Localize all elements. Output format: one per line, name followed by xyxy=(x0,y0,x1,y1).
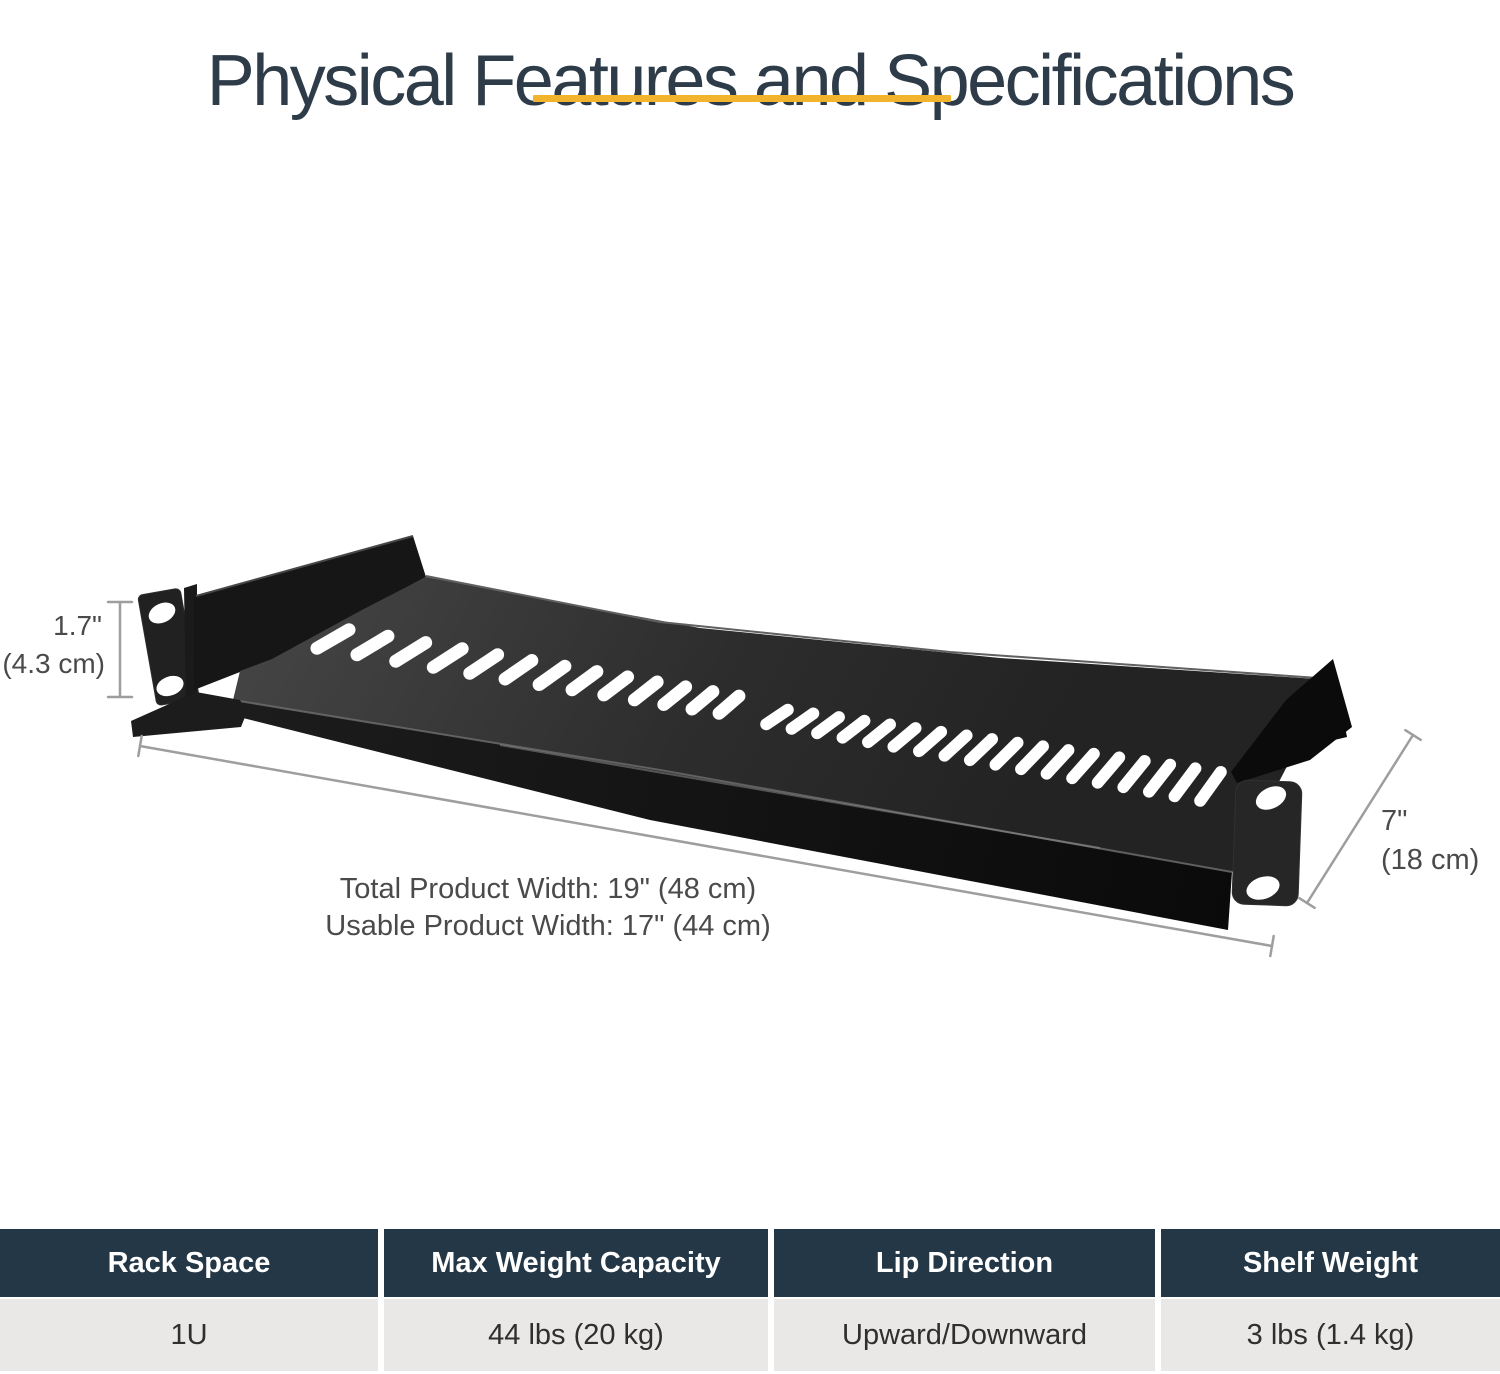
spec-table: Rack Space Max Weight Capacity Lip Direc… xyxy=(0,1229,1500,1371)
left-bottom-flange xyxy=(131,692,247,737)
left-ear-bottom-hole xyxy=(156,675,184,697)
width-dimension-label-total: Total Product Width: 19" (48 cm) xyxy=(340,873,756,905)
right-ear-top-hole xyxy=(1255,786,1287,810)
depth-dimension-label-metric: (18 cm) xyxy=(1381,844,1479,876)
shelf-surface xyxy=(233,577,1332,872)
depth-dimension-label-inches: 7" xyxy=(1381,805,1407,837)
left-mounting-ear xyxy=(137,584,200,706)
right-mounting-ear xyxy=(1231,779,1303,907)
right-side-wall xyxy=(1231,659,1352,783)
spec-value-lip-direction: Upward/Downward xyxy=(774,1299,1155,1371)
rack-shelf-illustration xyxy=(131,535,1352,930)
spec-value-shelf-weight: 3 lbs (1.4 kg) xyxy=(1161,1299,1500,1371)
spec-header-lip-direction: Lip Direction xyxy=(774,1229,1155,1297)
title-underline xyxy=(533,95,951,102)
left-side-wall xyxy=(194,536,426,690)
width-dimension-label-usable: Usable Product Width: 17" (44 cm) xyxy=(325,910,770,942)
page-title: Physical Features and Specifications xyxy=(206,41,1296,122)
height-dimension-line xyxy=(106,600,134,699)
left-ear-top-hole xyxy=(148,602,176,624)
right-ear-bottom-hole xyxy=(1246,876,1280,900)
front-lip xyxy=(233,700,1232,930)
spec-header-max-weight-capacity: Max Weight Capacity xyxy=(384,1229,768,1297)
width-dimension-line xyxy=(137,734,1275,958)
spec-header-rack-space: Rack Space xyxy=(0,1229,378,1297)
vent-slots-row-1 xyxy=(310,623,746,720)
spec-value-rack-space: 1U xyxy=(0,1299,378,1371)
height-dimension-label-inches: 1.7" xyxy=(53,610,102,641)
vent-slots-row-2 xyxy=(760,703,1227,807)
spec-value-max-weight-capacity: 44 lbs (20 kg) xyxy=(384,1299,768,1371)
spec-header-shelf-weight: Shelf Weight xyxy=(1161,1229,1500,1297)
depth-dimension-line xyxy=(1298,728,1422,910)
height-dimension-label-metric: (4.3 cm) xyxy=(2,648,105,679)
